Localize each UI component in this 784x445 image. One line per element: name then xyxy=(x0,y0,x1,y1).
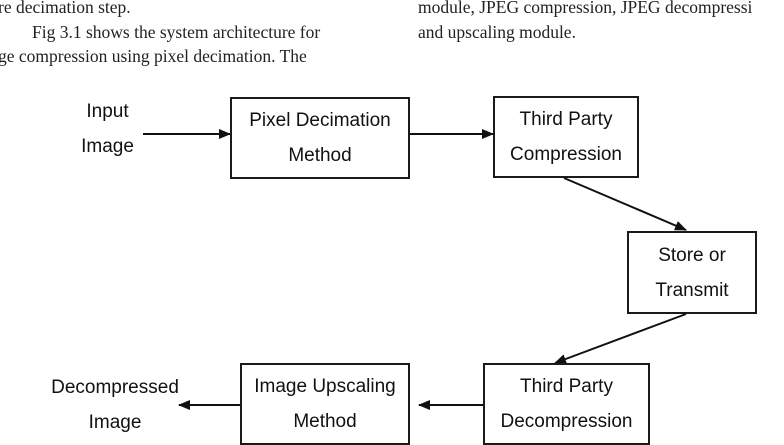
store-line-2: Transmit xyxy=(655,279,729,301)
upscaling-line-1: Image Upscaling xyxy=(254,376,396,397)
decompression-line-2: Decompression xyxy=(500,411,633,432)
decompression-line-1: Third Party xyxy=(520,376,613,397)
input-label-line-1: Input xyxy=(86,101,129,122)
text-line-right-1: module, JPEG compression, JPEG decompres… xyxy=(418,0,753,17)
arrow-compression-to-store xyxy=(563,177,687,231)
third-party-compression-box: Third Party Compression xyxy=(493,96,639,178)
store-or-transmit-box: Store or Transmit xyxy=(627,231,757,314)
upscaling-line-2: Method xyxy=(293,411,357,432)
output-label-line-1: Decompressed xyxy=(51,377,179,398)
image-upscaling-box: Image Upscaling Method xyxy=(240,363,410,445)
pixel-decimation-line-1: Pixel Decimation xyxy=(249,110,391,131)
output-label-line-2: Image xyxy=(88,412,142,433)
compression-line-1: Third Party xyxy=(519,109,613,130)
input-image-label: Input Image xyxy=(60,94,155,164)
compression-line-2: Compression xyxy=(510,144,622,165)
store-line-1: Store or xyxy=(658,244,726,266)
text-line-left-3: ge compression using pixel decimation. T… xyxy=(0,46,307,66)
text-line-left-2: Fig 3.1 shows the system architecture fo… xyxy=(32,22,321,42)
text-line-left-1: re decimation step. xyxy=(0,0,131,17)
pixel-decimation-line-2: Method xyxy=(288,145,352,166)
arrow-store-to-decompression xyxy=(554,313,687,364)
input-label-line-2: Image xyxy=(81,136,134,157)
text-line-right-2: and upscaling module. xyxy=(418,22,576,42)
third-party-decompression-box: Third Party Decompression xyxy=(483,363,650,445)
pixel-decimation-box: Pixel Decimation Method xyxy=(230,97,410,179)
output-image-label: Decompressed Image xyxy=(40,370,190,440)
